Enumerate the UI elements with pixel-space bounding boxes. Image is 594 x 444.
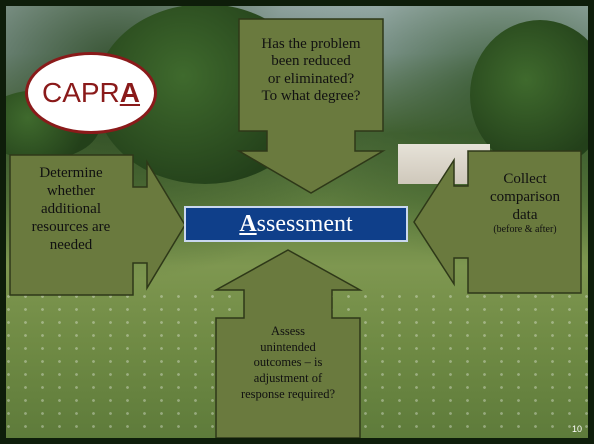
- text-line: additional: [41, 201, 101, 217]
- text-line: Has the problem: [261, 36, 361, 52]
- text-line: resources are: [31, 219, 111, 235]
- text-line: Collect: [503, 171, 547, 187]
- text-line: been reduced: [271, 53, 351, 70]
- text-line: needed: [49, 237, 93, 253]
- text-line: adjustment of: [253, 370, 323, 385]
- left-arrow: Determine whether additional resources a…: [7, 152, 187, 298]
- text-line: comparison: [490, 189, 560, 205]
- text-line: response required?: [240, 386, 336, 401]
- logo-prefix: CAPR: [41, 77, 120, 108]
- text-line: Determine: [39, 165, 103, 181]
- page-number: 10: [571, 424, 582, 434]
- logo-highlight: A: [119, 77, 141, 108]
- top-arrow-shape: [236, 18, 386, 194]
- text-line: or eliminated?: [267, 70, 355, 87]
- right-arrow-note: (before & after): [493, 224, 557, 235]
- right-arrow: Collect comparison data (before & after): [412, 148, 584, 296]
- text-line: whether: [46, 183, 96, 199]
- text-line: data: [512, 207, 538, 223]
- background-tree: [470, 20, 594, 170]
- left-arrow-text: Determine whether additional resources a…: [11, 164, 131, 254]
- bottom-arrow-text: Assess unintended outcomes – is adjustme…: [220, 324, 356, 402]
- bottom-arrow: Assess unintended outcomes – is adjustme…: [212, 248, 364, 440]
- text-line: Assess: [270, 324, 306, 338]
- assessment-first-letter: A: [239, 210, 257, 237]
- text-line: unintended: [260, 339, 316, 354]
- left-arrow-shape: [9, 154, 186, 296]
- assessment-rest: ssessment: [256, 210, 353, 237]
- top-arrow: Has the problem been reduced or eliminat…: [236, 16, 386, 196]
- right-arrow-text: Collect comparison data (before & after): [470, 170, 580, 236]
- right-arrow-shape: [413, 150, 582, 294]
- text-line: To what degree?: [261, 87, 361, 104]
- top-arrow-text: Has the problem been reduced or eliminat…: [240, 36, 382, 105]
- text-line: outcomes – is: [253, 355, 323, 370]
